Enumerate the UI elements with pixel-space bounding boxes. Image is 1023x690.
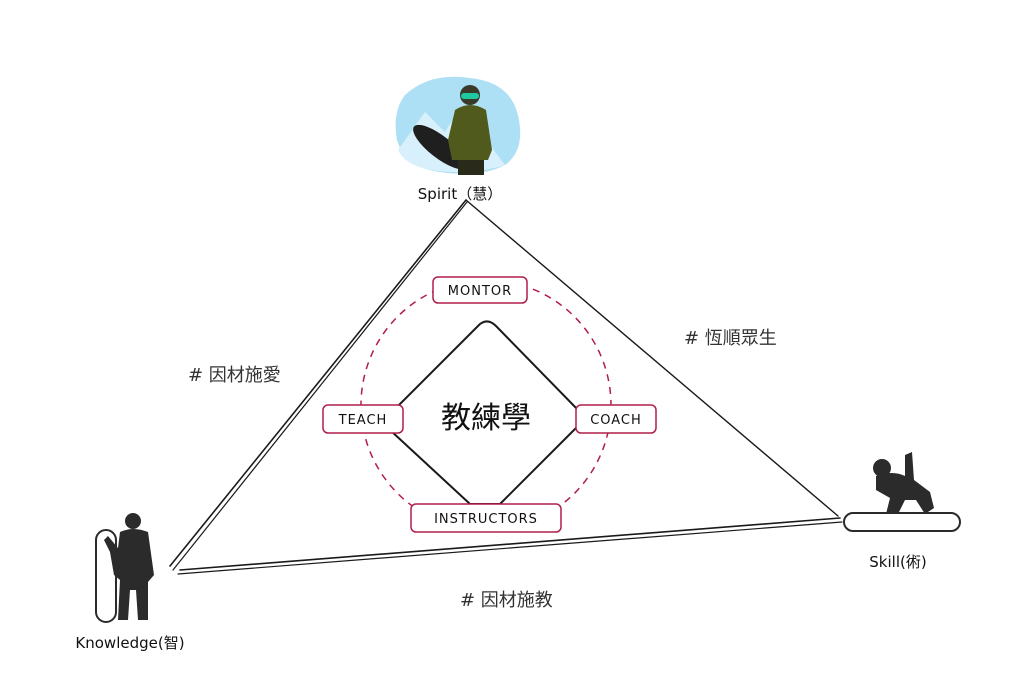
person-jacket [448,105,492,160]
role-box-right: COACH [575,404,657,434]
snowboarder-with-board-icon [395,76,521,175]
edge-label-bottom: # 因材施教 [460,590,553,611]
standing-head [125,513,141,529]
role-box-bottom: INSTRUCTORS [410,503,562,533]
goggles [461,93,479,99]
vertex-label-left: Knowledge(智) [75,634,184,652]
role-box-left: TEACH [322,404,404,434]
role-box-top: MONTOR [432,276,528,304]
crouch-head [873,459,891,477]
vertex-label-right: Skill(術) [869,553,926,571]
role-label-top: MONTOR [448,284,512,299]
role-label-left: TEACH [338,413,388,428]
crouch-board [843,512,961,532]
snowboarder-crouching-icon [843,452,961,532]
vertex-label-top: Spirit（慧） [418,185,502,203]
edge-label-left: # 因材施愛 [188,365,281,386]
role-label-bottom: INSTRUCTORS [434,512,538,527]
triangle-left-edge [169,199,467,567]
triangle-left-edge-sketch [172,201,468,571]
role-label-right: COACH [590,413,642,428]
edge-label-right: # 恆順眾生 [684,328,777,349]
triangle-bottom-edge-sketch [177,521,843,575]
triangle [169,199,843,575]
triangle-right-edge [465,199,839,517]
snowboarder-standing-icon [95,513,154,623]
center-title: 教練學 [441,401,531,436]
standing-body [104,529,154,620]
triangle-bottom-edge [179,517,841,571]
crouch-body [876,452,934,514]
